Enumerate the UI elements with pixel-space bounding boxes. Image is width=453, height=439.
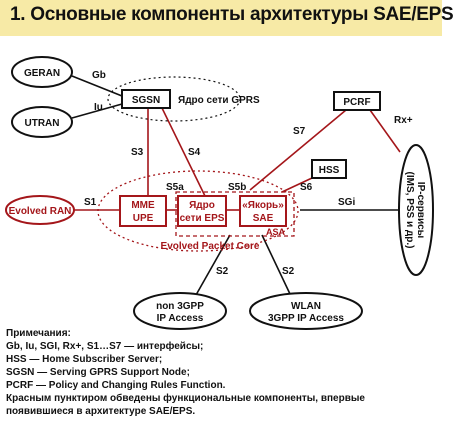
upe-label: UPE: [133, 213, 154, 224]
core-label-1: Ядро: [189, 200, 215, 211]
anchor-label-1: «Якорь»: [242, 200, 284, 211]
sgsn-label: SGSN: [132, 95, 160, 106]
link-utran-sgsn: [71, 103, 123, 119]
note-line: Gb, Iu, SGI, Rx+, S1…S7 — интерфейсы;: [6, 341, 204, 352]
node-pcrf: [333, 91, 381, 111]
note-line: PCRF — Policy and Changing Rules Functio…: [6, 380, 226, 391]
gprs-core-boundary: [107, 76, 241, 122]
interface-s6: S6: [300, 182, 313, 193]
interface-s4: S4: [188, 147, 201, 158]
link-anchor-non3gpp: [195, 234, 231, 296]
asa-label: ASA: [266, 227, 286, 237]
wlan-label-2: 3GPP IP Access: [268, 313, 344, 324]
asa-boundary: [175, 191, 295, 237]
node-geran: [11, 56, 73, 88]
mme-label: MME: [131, 200, 155, 211]
epc-boundary: [97, 170, 299, 252]
interface-s5a: S5a: [166, 182, 184, 193]
utran-label: UTRAN: [25, 118, 60, 129]
ip-services-label-1: IP-сервисы: [415, 182, 426, 238]
link-hss-epc: [281, 177, 313, 193]
link-sgsn-core: [161, 107, 206, 197]
note-line: HSS — Home Subscriber Server;: [6, 354, 163, 365]
evolved-ran-label: Evolved RAN: [9, 206, 72, 217]
link-geran-sgsn: [71, 75, 123, 97]
epc-label: Evolved Packet Core: [161, 241, 260, 252]
node-mme-upe: [119, 195, 167, 227]
node-eps-core: [177, 195, 227, 227]
interface-s2-right: S2: [282, 266, 295, 277]
figure-title: 1. Основные компоненты архитектуры SAE/E…: [10, 4, 453, 25]
interface-s2-left: S2: [216, 266, 229, 277]
interface-s7: S7: [293, 126, 306, 137]
note-line: появившиеся в архитектуре SAE/EPS.: [6, 406, 196, 417]
interface-s5b: S5b: [228, 182, 246, 193]
link-pcrf-ip-services: [369, 109, 401, 153]
wlan-label-1: WLAN: [291, 301, 321, 312]
node-sae-anchor: [239, 195, 287, 227]
link-pcrf-anchor: [249, 109, 347, 191]
interface-gb: Gb: [92, 70, 106, 81]
title-bar: 1. Основные компоненты архитектуры SAE/E…: [0, 0, 453, 36]
hss-label: HSS: [319, 165, 340, 176]
non3gpp-label-1: non 3GPP: [156, 301, 204, 312]
link-anchor-wlan: [261, 234, 291, 295]
node-utran: [11, 106, 73, 138]
notes-heading: Примечания:: [6, 328, 71, 339]
architecture-diagram: Ядро сети GPRS GERAN UTRAN SGSN PCRF HSS…: [5, 56, 434, 330]
interface-iu: Iu: [94, 102, 103, 113]
anchor-label-2: SAE: [253, 213, 274, 224]
core-label-2: сети EPS: [180, 213, 225, 224]
node-wlan-access: [249, 292, 363, 330]
node-ip-services: [398, 144, 434, 276]
node-sgsn: [121, 89, 171, 109]
non3gpp-label-2: IP Access: [157, 313, 204, 324]
notes: Примечания: Gb, Iu, SGI, Rx+, S1…S7 — ин…: [6, 327, 436, 418]
note-line: SGSN — Serving GPRS Support Node;: [6, 367, 190, 378]
interface-sgi: SGi: [338, 197, 355, 208]
node-non3gpp-access: [133, 292, 227, 330]
interface-rx: Rx+: [394, 115, 413, 126]
node-hss: [311, 159, 347, 179]
geran-label: GERAN: [24, 68, 60, 79]
interface-s3: S3: [131, 147, 144, 158]
interface-s1: S1: [84, 197, 97, 208]
gprs-core-label: Ядро сети GPRS: [178, 95, 260, 106]
note-line: Красным пунктиром обведены функциональны…: [6, 393, 365, 404]
figure: 1. Основные компоненты архитектуры SAE/E…: [0, 0, 453, 418]
ip-services-label-2: (IMS, PSS и др.): [404, 172, 415, 249]
node-evolved-ran: [5, 195, 75, 225]
pcrf-label: PCRF: [343, 97, 370, 108]
